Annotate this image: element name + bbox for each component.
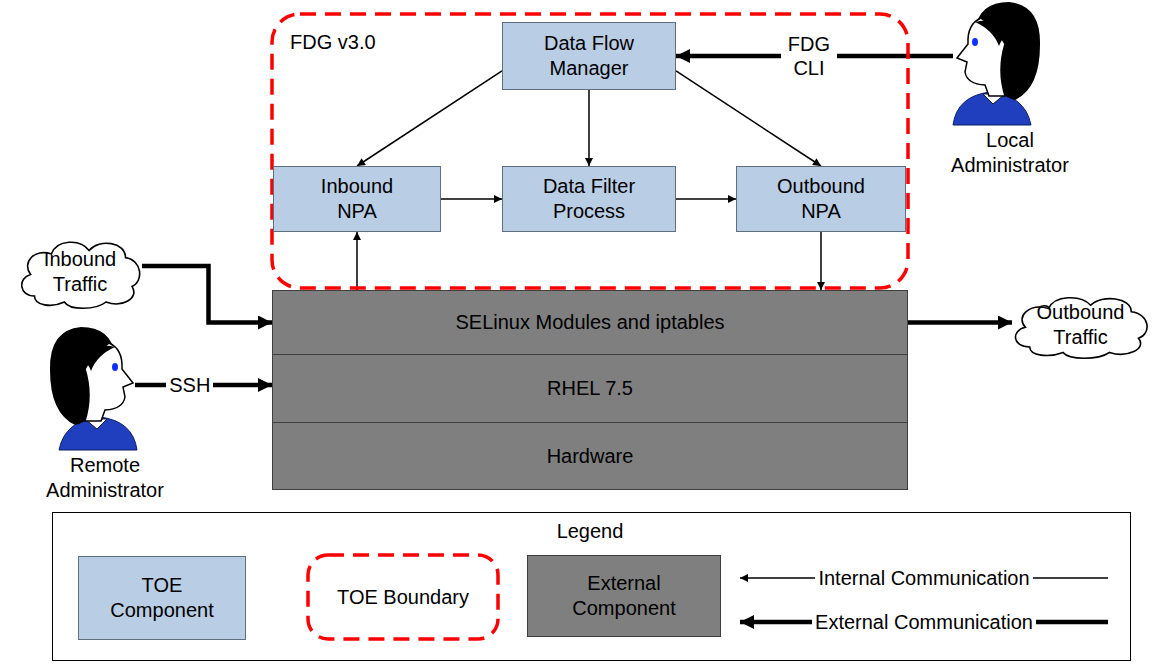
legend-title: Legend (557, 519, 624, 543)
node-label: RHEL 7.5 (547, 376, 633, 401)
legend-label: TOE Component (102, 573, 222, 623)
os-layer-band: RHEL 7.5 (272, 354, 908, 423)
legend-swatch: TOE Component (78, 556, 246, 640)
internal-arrow (356, 232, 358, 290)
edge-label: SSH (166, 373, 213, 397)
internal-arrow (820, 232, 822, 290)
legend-label: External Communication (812, 610, 1036, 634)
legend-label: TOE Boundary (337, 585, 469, 610)
cloud-outline (15, 236, 145, 308)
traffic-cloud: Outbound Traffic (1008, 292, 1153, 358)
node-label: Data Filter Process (528, 174, 650, 224)
text-holder: RHEL 7.5 (273, 355, 907, 422)
text-holder: Remote Administrator (25, 453, 185, 503)
node-label: Outbound NPA (771, 174, 871, 224)
administrator-figure: Remote Administrator (25, 325, 185, 500)
administrator-figure: Local Administrator (925, 0, 1095, 190)
external-arrow (908, 320, 1012, 325)
process-box: Outbound NPA (736, 166, 906, 232)
text-holder: Outbound Traffic (1008, 292, 1153, 358)
node-label: Outbound Traffic (1035, 300, 1127, 350)
node-label: FDG v3.0 (290, 30, 376, 55)
text-holder: Inbound Traffic (15, 236, 145, 308)
text-holder: Data Filter Process (503, 167, 675, 231)
legend-boundary-sample: TOE Boundary (306, 553, 500, 641)
node-label: Inbound Traffic (34, 247, 126, 297)
traffic-cloud: Inbound Traffic (15, 236, 145, 308)
internal-arrow (357, 71, 502, 166)
text-holder: Data Flow Manager (503, 23, 675, 89)
node-label: Data Flow Manager (533, 31, 645, 81)
external-arrow (142, 266, 272, 323)
hardware-band: Hardware (272, 422, 908, 490)
text-holder: Hardware (273, 423, 907, 489)
internal-arrow (441, 198, 502, 200)
person-icon (935, 0, 1045, 125)
process-box: Data Flow Manager (502, 22, 676, 90)
text-holder: FDG v3.0 (290, 30, 376, 55)
process-box: Inbound NPA (273, 166, 441, 232)
node-label: SELinux Modules and iptables (455, 310, 724, 335)
os-layer-band: SELinux Modules and iptables (272, 290, 908, 355)
legend-label: External Component (564, 571, 684, 621)
node-label: Hardware (547, 444, 634, 469)
legend-frame (53, 513, 1131, 661)
legend-swatch: External Component (527, 555, 721, 637)
process-box: Data Filter Process (502, 166, 676, 232)
text-holder: Local Administrator (925, 128, 1095, 178)
internal-arrow (588, 90, 590, 166)
node-label: Remote Administrator (30, 453, 180, 503)
edge-label: FDG CLI (781, 32, 837, 80)
internal-arrow (676, 71, 821, 166)
text-holder: Outbound NPA (737, 167, 905, 231)
text-holder: Inbound NPA (274, 167, 440, 231)
legend-label: Internal Communication (815, 566, 1032, 590)
text-holder: SELinux Modules and iptables (273, 291, 907, 354)
node-label: Inbound NPA (307, 174, 407, 224)
node-label: Local Administrator (935, 128, 1085, 178)
person-icon (45, 325, 155, 450)
internal-arrow (676, 198, 736, 200)
